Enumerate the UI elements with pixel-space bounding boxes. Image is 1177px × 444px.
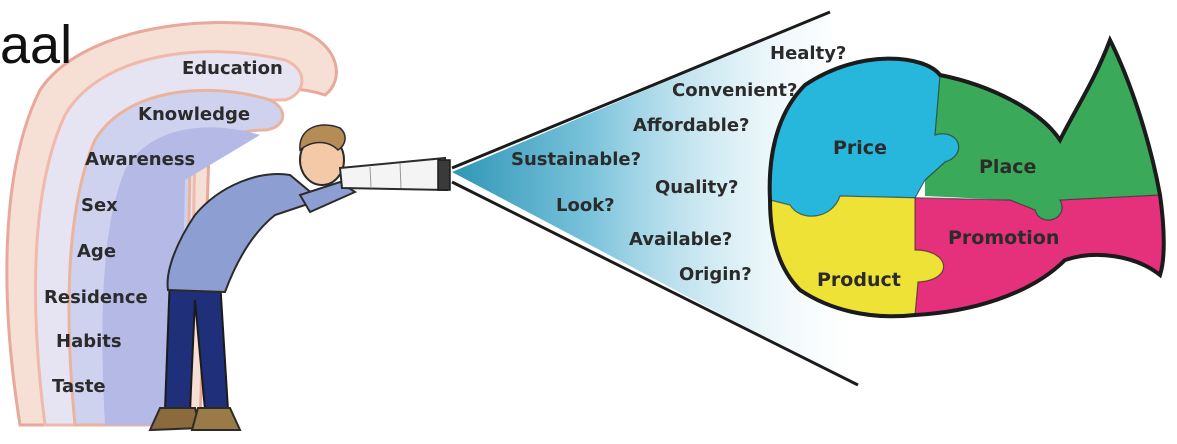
person-figure [148, 124, 451, 432]
puzzle-piece-product [770, 196, 944, 317]
question-origin: Origin? [679, 264, 752, 285]
puzzle-piece-price [769, 58, 959, 217]
question-convenient: Convenient? [672, 80, 798, 101]
layer-label-knowledge: Knowledge [138, 104, 251, 125]
layer-label-age: Age [77, 241, 117, 262]
layer-label-awareness: Awareness [85, 149, 196, 170]
question-available: Available? [629, 229, 733, 250]
layer-label-residence: Residence [44, 287, 148, 308]
puzzle-piece-place [925, 40, 1160, 221]
question-healty: Healty? [770, 43, 847, 64]
layer-label-sex: Sex [81, 195, 118, 216]
layer-label-habits: Habits [56, 331, 122, 352]
piece-label-promotion: Promotion [948, 227, 1060, 249]
question-quality: Quality? [655, 177, 739, 198]
question-affordable: Affordable? [633, 115, 750, 136]
fish-puzzle [767, 35, 1166, 319]
question-sustainable: Sustainable? [511, 149, 642, 170]
question-look: Look? [556, 195, 615, 216]
vision-beam [452, 12, 855, 385]
layer-label-education: Education [182, 58, 283, 79]
piece-label-price: Price [833, 137, 887, 159]
piece-label-place: Place [979, 156, 1037, 178]
title-fragment: aal [0, 15, 73, 75]
piece-label-product: Product [817, 269, 901, 291]
puzzle-piece-promotion [915, 195, 1164, 315]
layer-label-taste: Taste [52, 376, 106, 397]
